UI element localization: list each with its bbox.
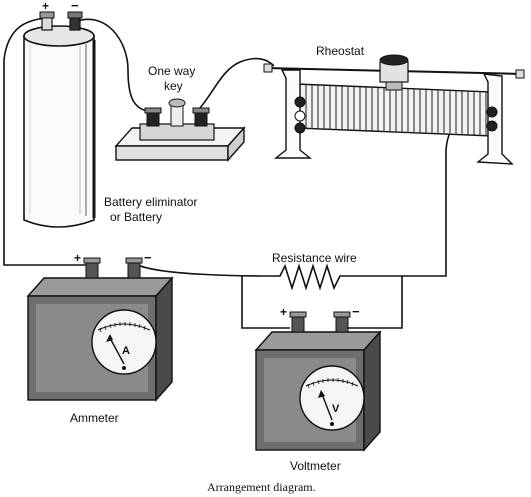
ammeter-terminal-positive (83, 257, 101, 279)
voltmeter-terminal-positive (289, 311, 307, 333)
battery-negative-terminal (67, 11, 83, 31)
ammeter: + − A Ammeter (26, 250, 174, 425)
key-left-terminal (144, 107, 162, 127)
wire-ammeter-to-resistance (137, 264, 273, 277)
voltmeter-label: Voltmeter (290, 459, 341, 473)
key-right-terminal (192, 107, 210, 127)
voltmeter: + − V Voltmeter (254, 304, 382, 473)
wire-key-to-rheostat (199, 57, 275, 109)
rheostat-right-stand (476, 73, 514, 165)
ammeter-needle (109, 337, 125, 365)
ammeter-plus-sign: + (74, 251, 81, 265)
diagram-caption: Arrangement diagram. (207, 480, 316, 494)
rheostat-left-stand (274, 69, 312, 159)
key-label-line2: key (164, 79, 183, 93)
voltmeter-terminal-negative (333, 311, 351, 333)
battery-positive-terminal (39, 11, 55, 31)
rheostat: Rheostat (263, 44, 525, 165)
rheostat-coil (299, 84, 487, 136)
wire-voltmeter-parallel (241, 276, 403, 329)
resistance-wire-label: Resistance wire (272, 251, 357, 265)
battery-minus-sign: − (71, 0, 79, 13)
battery-label-line2: or Battery (110, 210, 162, 224)
voltmeter-needle (321, 393, 333, 421)
resistance-wire-zigzag (272, 263, 365, 291)
wire-battery-to-key (74, 18, 153, 113)
voltmeter-dial: V (299, 365, 365, 431)
ammeter-terminal-negative (125, 257, 143, 279)
voltmeter-plus-sign: + (280, 305, 287, 319)
battery-plus-sign: + (42, 0, 49, 13)
voltmeter-dial-letter: V (332, 403, 340, 415)
voltmeter-minus-sign: − (352, 304, 360, 319)
wire-rheostat-to-right (365, 110, 491, 277)
battery: + − (23, 0, 96, 228)
ammeter-dial-letter: A (122, 345, 130, 357)
ammeter-dial: A (91, 309, 157, 375)
ammeter-minus-sign: − (144, 250, 152, 265)
wire-battery-to-ammeter (3, 17, 92, 266)
one-way-key: One way key (114, 64, 246, 162)
rheostat-sliding-contact (379, 54, 409, 91)
rheostat-label: Rheostat (316, 44, 365, 58)
key-label-line1: One way (148, 64, 195, 78)
battery-label-line1: Battery eliminator (104, 195, 197, 209)
ammeter-label: Ammeter (70, 411, 119, 425)
key-plug (168, 98, 186, 127)
